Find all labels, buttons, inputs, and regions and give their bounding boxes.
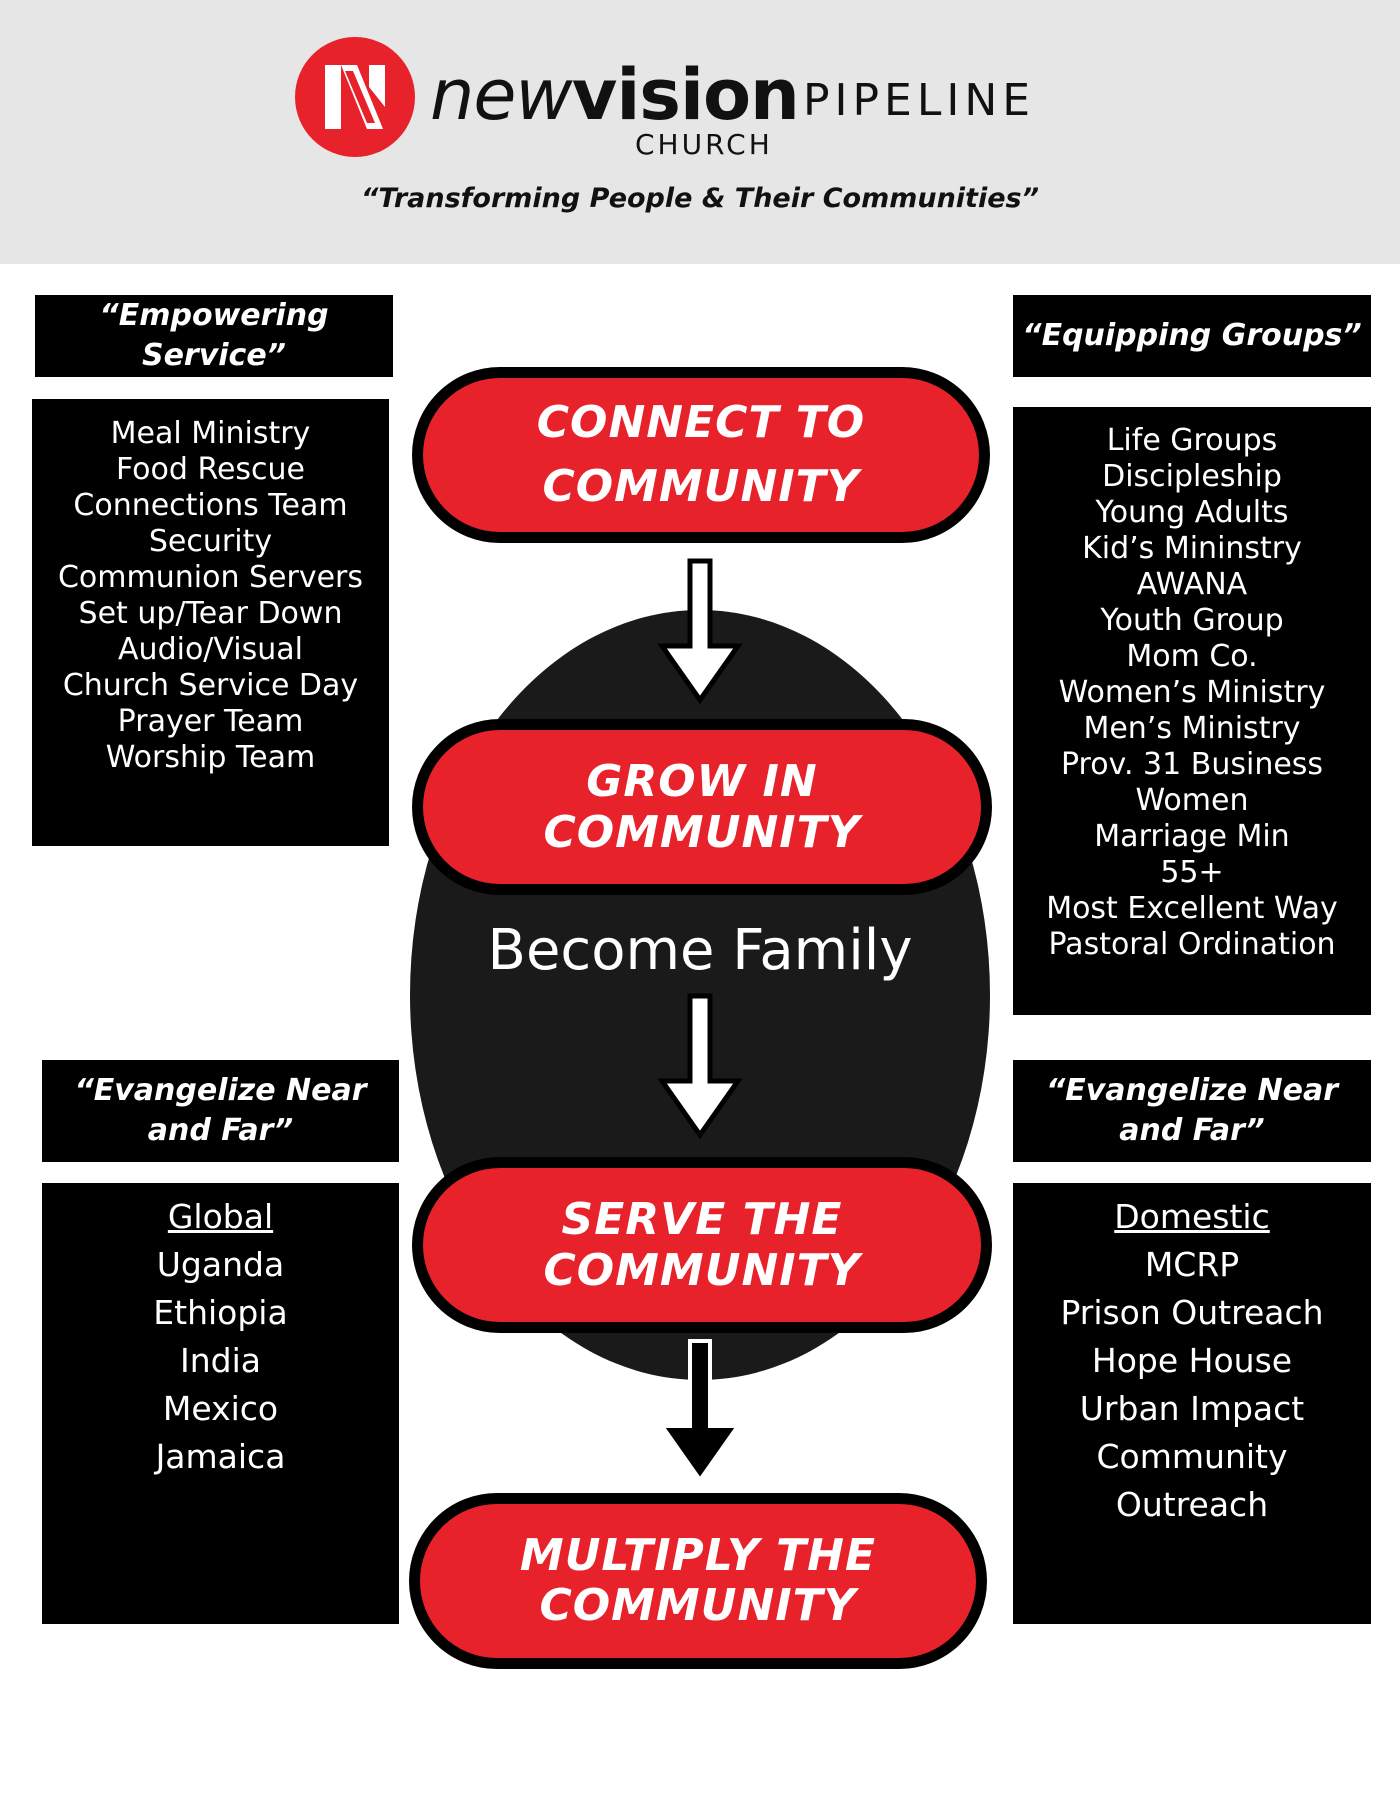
down-arrow-icon <box>657 993 743 1140</box>
pipeline-title: PIPELINE <box>803 75 1036 126</box>
list-item: Prov. 31 Business <box>1060 747 1324 782</box>
list-item: Outreach <box>1115 1485 1269 1524</box>
list-item: Women’s Ministry <box>1058 675 1326 710</box>
empowering-service-label: “Empowering Service” <box>35 295 393 377</box>
header-banner: newvision CHURCH PIPELINE “Transforming … <box>0 0 1400 264</box>
list-item: Mexico <box>162 1389 279 1428</box>
list-item: Meal Ministry <box>110 416 311 451</box>
list-item: Discipleship <box>1102 459 1282 494</box>
equipping-groups-label-text: “Equipping Groups” <box>1022 318 1362 353</box>
global-outreach-list: Global Uganda Ethiopia India Mexico Jama… <box>42 1183 399 1624</box>
list-item: Church Service Day <box>62 668 359 703</box>
equipping-groups-label: “Equipping Groups” <box>1013 295 1371 377</box>
evangelize-label-line1: “Evangelize Near <box>74 1073 367 1108</box>
empowering-service-label-text: “Empowering Service” <box>99 298 329 373</box>
list-item: Jamaica <box>155 1437 286 1476</box>
list-item: Set up/Tear Down <box>78 596 343 631</box>
evangelize-domestic-label: “Evangelize Near and Far” <box>1013 1060 1371 1162</box>
list-item: Most Excellent Way <box>1046 891 1338 926</box>
empowering-service-list: Meal Ministry Food Rescue Connections Te… <box>32 399 389 846</box>
evangelize-label-line2: and Far” <box>147 1113 294 1148</box>
brand-vision: vision <box>571 54 800 136</box>
list-item: Mom Co. <box>1126 639 1258 674</box>
list-item: Men’s Ministry <box>1083 711 1301 746</box>
list-item: Food Rescue <box>115 452 306 487</box>
domestic-heading: Domestic <box>1114 1197 1270 1236</box>
global-heading: Global <box>167 1197 274 1236</box>
step-grow-label: GROW IN COMMUNITY <box>543 756 861 858</box>
list-item: Hope House <box>1091 1341 1293 1380</box>
list-item: Audio/Visual <box>118 632 303 667</box>
list-item: Worship Team <box>105 740 316 775</box>
become-family-text: Become Family <box>487 918 913 983</box>
list-item: Prayer Team <box>117 704 304 739</box>
list-item: 55+ <box>1160 855 1224 890</box>
step-connect-to-community: CONNECT TO COMMUNITY <box>412 367 990 543</box>
list-item: MCRP <box>1144 1245 1240 1284</box>
brand-new: new <box>430 54 573 136</box>
list-item: Young Adults <box>1095 495 1289 530</box>
list-item: Marriage Min <box>1094 819 1290 854</box>
list-item: Communion Servers <box>57 560 364 595</box>
down-arrow-icon <box>658 1339 742 1484</box>
list-item: India <box>180 1341 261 1380</box>
list-item: Kid’s Mininstry <box>1082 531 1302 566</box>
evangelize-label-line2: and Far” <box>1119 1113 1265 1148</box>
step-multiply-line2: COMMUNITY <box>539 1580 857 1631</box>
down-arrow-icon <box>657 558 743 705</box>
list-item: Youth Group <box>1100 603 1284 638</box>
equipping-groups-list: Life Groups Discipleship Young Adults Ki… <box>1013 407 1371 1015</box>
list-item: Prison Outreach <box>1060 1293 1324 1332</box>
list-item: AWANA <box>1136 567 1248 602</box>
list-item: Women <box>1135 783 1249 818</box>
list-item: Urban Impact <box>1079 1389 1305 1428</box>
step-serve-label: SERVE THE COMMUNITY <box>543 1194 861 1296</box>
list-item: Connections Team <box>73 488 348 523</box>
evangelize-label-line1: “Evangelize Near <box>1045 1073 1339 1108</box>
brand-name: newvision <box>430 60 800 130</box>
step-multiply-line1: MULTIPLY THE <box>519 1530 877 1581</box>
list-item: Life Groups <box>1106 423 1278 458</box>
list-item: Uganda <box>156 1245 285 1284</box>
list-item: Security <box>148 524 273 559</box>
brand-church: CHURCH <box>635 128 773 161</box>
tagline: “Transforming People & Their Communities… <box>361 183 1039 214</box>
step-connect-line1: CONNECT TO <box>536 397 866 448</box>
step-serve-the-community: SERVE THE COMMUNITY <box>412 1157 992 1333</box>
step-multiply-the-community: MULTIPLY THE COMMUNITY <box>409 1493 987 1669</box>
domestic-outreach-list: Domestic MCRP Prison Outreach Hope House… <box>1013 1183 1371 1624</box>
list-item: Ethiopia <box>153 1293 288 1332</box>
step-grow-in-community: GROW IN COMMUNITY <box>412 719 992 895</box>
list-item: Community <box>1096 1437 1288 1476</box>
list-item: Pastoral Ordination <box>1048 927 1336 962</box>
step-connect-line2: COMMUNITY <box>542 461 860 512</box>
evangelize-global-label: “Evangelize Near and Far” <box>42 1060 399 1162</box>
newvision-logo-icon <box>295 37 415 157</box>
